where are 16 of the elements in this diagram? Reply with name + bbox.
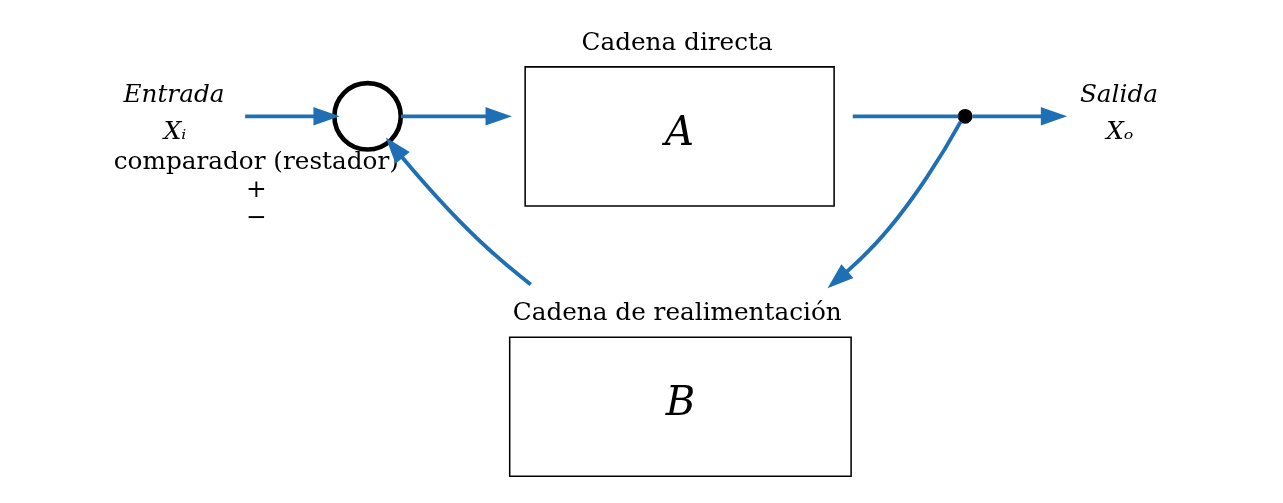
node-label: Cadena directa [581,26,773,56]
arrow [385,137,532,287]
node-label: Cadena de realimentación [512,296,842,326]
node-dot [957,108,973,124]
arrow [245,107,340,126]
node-circle [332,80,404,152]
arrow [827,121,963,289]
node-text: Salida Xₒ [1079,79,1158,146]
node-box: B [508,336,852,478]
connector [852,114,959,119]
node-box: A [524,66,835,207]
arrow [401,107,512,126]
node-label: + [245,174,267,204]
node-label: comparador (restador) [113,146,399,176]
node-label: − [245,201,267,231]
arrow [972,107,1068,126]
